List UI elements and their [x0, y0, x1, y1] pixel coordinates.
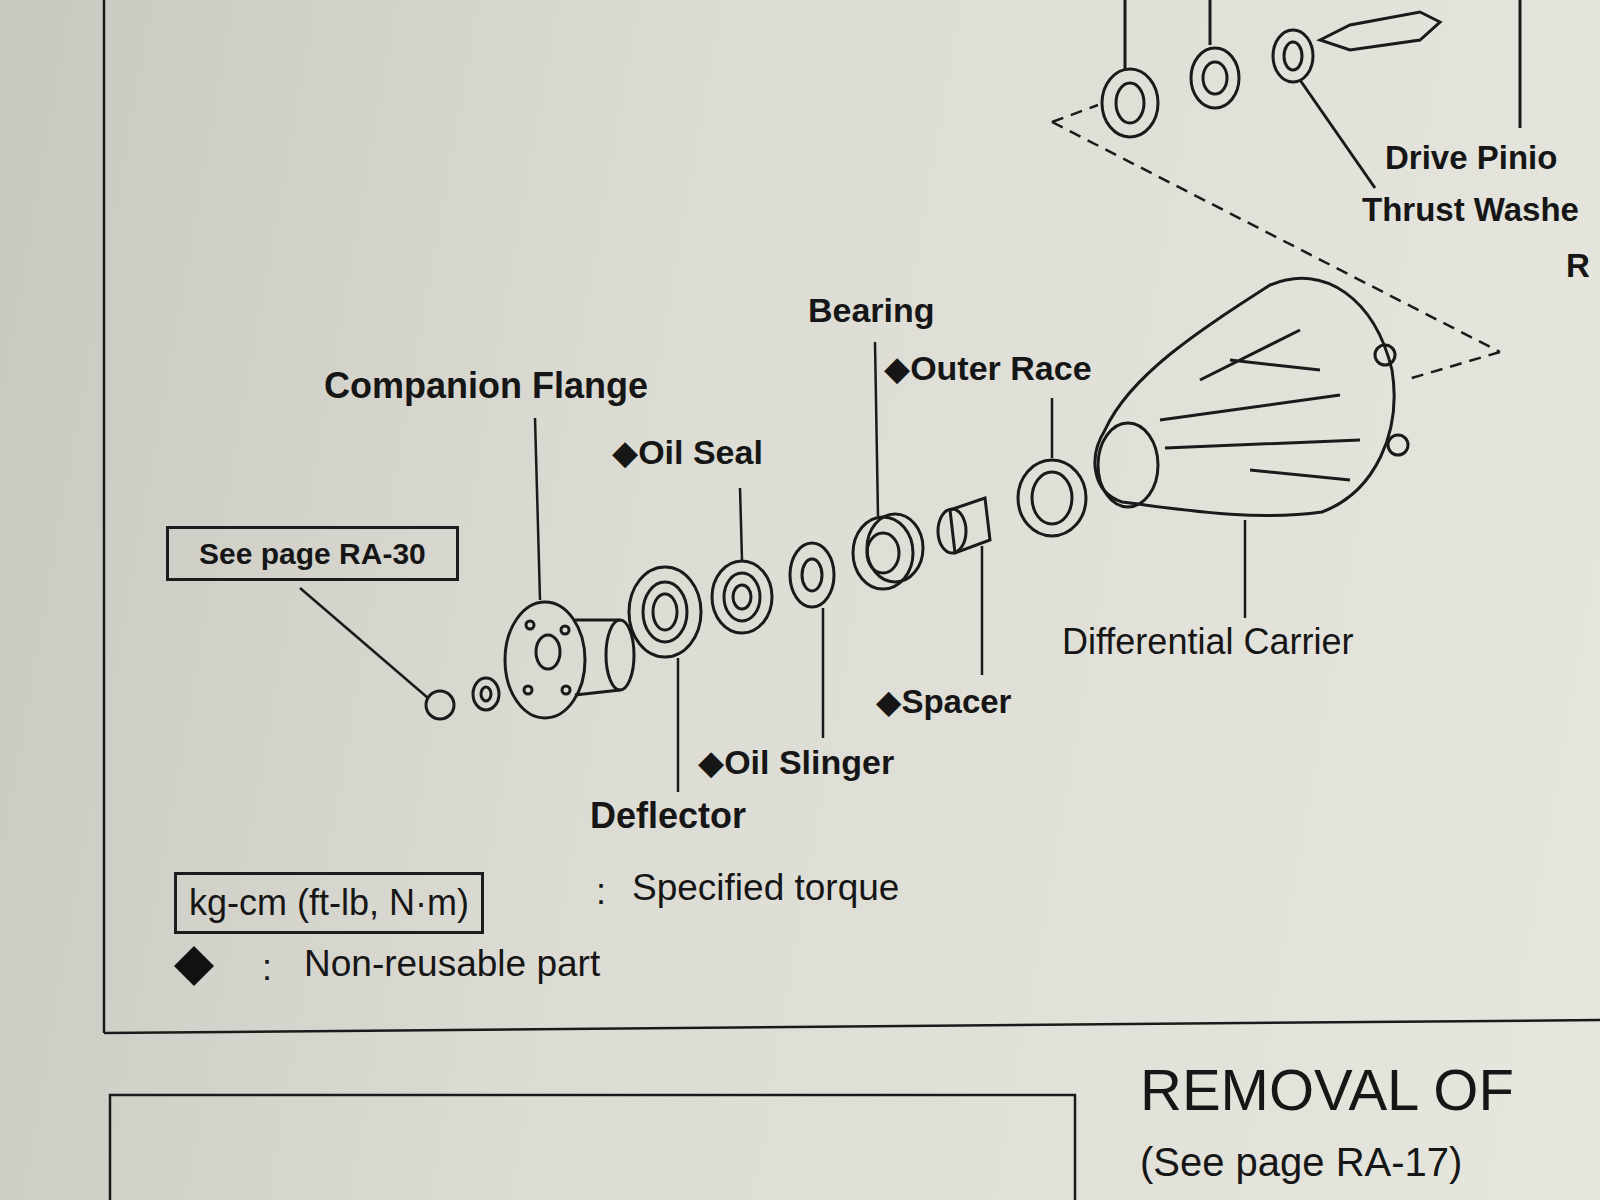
box-text: kg-cm (ft-lb, N·m): [189, 883, 469, 923]
part-label: ◆Oil Slinger: [698, 744, 894, 781]
legend-diamond: [172, 944, 216, 988]
part-label: Bearing: [808, 292, 935, 329]
box-text: See page RA-30: [199, 537, 426, 570]
part-label: ◆Spacer: [876, 684, 1011, 720]
part-label: R: [1566, 248, 1590, 284]
part-label: Drive Pinio: [1385, 140, 1557, 176]
legend-text: Non-reusable part: [304, 944, 600, 985]
legend-colon: :: [262, 948, 272, 988]
part-label: Companion Flange: [324, 366, 648, 406]
part-label: ◆Outer Race: [884, 350, 1092, 387]
part-label: Deflector: [590, 796, 746, 836]
section-heading: REMOVAL OF: [1140, 1058, 1514, 1122]
legend-text: Specified torque: [632, 868, 899, 909]
torque-unit-box: kg-cm (ft-lb, N·m): [174, 872, 484, 934]
part-label: ◆Oil Seal: [612, 434, 763, 471]
section-reference: (See page RA-17): [1140, 1140, 1462, 1184]
part-label: Thrust Washe: [1362, 192, 1579, 228]
part-label: Differential Carrier: [1062, 622, 1353, 662]
legend-colon: :: [596, 872, 606, 912]
reference-box: See page RA-30: [166, 526, 459, 581]
